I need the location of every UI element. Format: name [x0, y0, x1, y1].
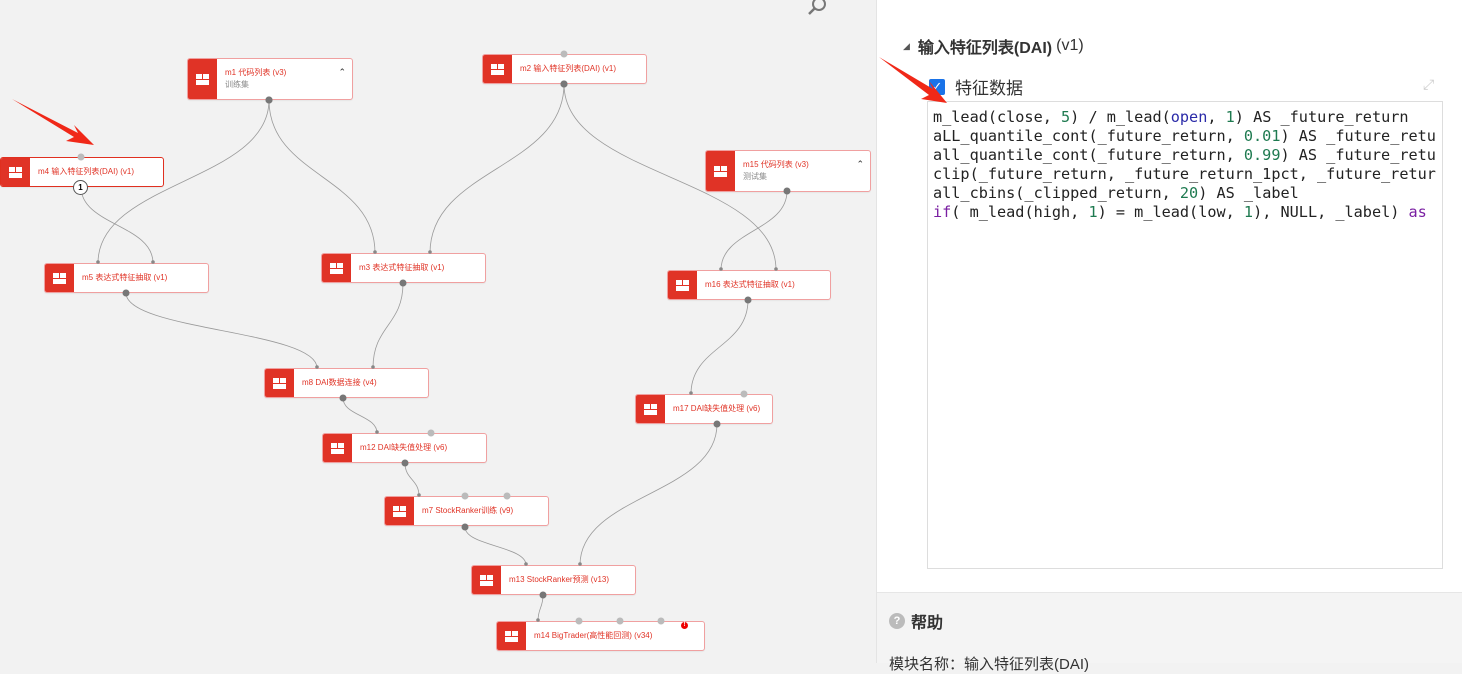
- properties-panel: ◢ 输入特征列表(DAI)(v1) ✓ 特征数据 ⤢ m_lead(close, 5…: [876, 0, 1462, 673]
- edge: [125, 292, 318, 369]
- node-label: m13 StockRanker预测 (v13): [509, 575, 610, 584]
- node-label: m3 表达式特征抽取 (v1): [359, 263, 445, 272]
- help-title: 帮助: [911, 615, 944, 632]
- code-editor[interactable]: m_lead(close, 5) / m_lead(open, 1) AS _f…: [927, 101, 1443, 569]
- node-m3[interactable]: m3 表达式特征抽取 (v1): [321, 253, 486, 283]
- node-sublabel: 测试集: [743, 172, 767, 181]
- chevron-up-icon[interactable]: ⌃: [856, 159, 864, 169]
- chevron-up-icon[interactable]: ⌃: [338, 67, 346, 77]
- expand-icon[interactable]: ⤢: [1423, 76, 1435, 92]
- node-m17[interactable]: m17 DAI缺失值处理 (v6): [635, 394, 773, 424]
- module-icon: [1, 158, 30, 186]
- code-line: if( m_lead(high, 1) = m_lead(low, 1), NU…: [933, 203, 1427, 221]
- node-label: m15 代码列表 (v3): [743, 160, 809, 169]
- node-m8[interactable]: m8 DAI数据连接 (v4): [264, 368, 429, 398]
- module-icon: [188, 59, 217, 99]
- node-m12[interactable]: m12 DAI缺失值处理 (v6): [322, 433, 487, 463]
- annotation-arrow-icon: [12, 99, 94, 145]
- node-label: m8 DAI数据连接 (v4): [302, 378, 377, 387]
- edge: [690, 299, 749, 395]
- module-icon: [323, 434, 352, 462]
- code-line: all_quantile_cont(_future_return, 0.99) …: [933, 146, 1436, 164]
- help-section: ? 帮助 模块名称：输入特征列表(DAI): [877, 592, 1462, 673]
- node-m2[interactable]: m2 输入特征列表(DAI) (v1): [482, 54, 647, 84]
- module-icon: [636, 395, 665, 423]
- edge: [429, 83, 565, 254]
- code-line: all_cbins(_clipped_return, 20) AS _label: [933, 184, 1299, 202]
- module-title[interactable]: ◢ 输入特征列表(DAI)(v1): [903, 34, 1084, 58]
- edge: [579, 423, 718, 566]
- module-icon: [668, 271, 697, 299]
- edge: [342, 397, 378, 434]
- collapse-triangle-icon[interactable]: ◢: [903, 40, 910, 51]
- node-label: m1 代码列表 (v3): [225, 68, 287, 77]
- module-version: (v1): [1056, 37, 1084, 54]
- node-label: m7 StockRanker训练 (v9): [422, 506, 514, 515]
- output-count-badge: 1: [73, 180, 88, 195]
- code-line: clip(_future_return, _future_return_1pct…: [933, 165, 1436, 183]
- node-sublabel: 训练集: [225, 80, 249, 89]
- checkbox-label: 特征数据: [955, 79, 1023, 98]
- edge: [268, 99, 376, 254]
- node-label: m5 表达式特征抽取 (v1): [82, 273, 168, 282]
- node-label: m2 输入特征列表(DAI) (v1): [520, 64, 616, 73]
- edge: [404, 462, 420, 497]
- help-module-name: 模块名称：输入特征列表(DAI): [889, 656, 1089, 673]
- edge: [720, 190, 788, 271]
- checkbox-checked-icon[interactable]: ✓: [929, 78, 945, 95]
- node-label: m14 BigTrader(高性能回测) (v34): [534, 631, 653, 640]
- search-icon[interactable]: [806, 0, 828, 18]
- node-label: m16 表达式特征抽取 (v1): [705, 280, 795, 289]
- error-icon: !: [681, 622, 688, 629]
- node-label: m17 DAI缺失值处理 (v6): [673, 404, 761, 413]
- node-m13[interactable]: m13 StockRanker预测 (v13): [471, 565, 636, 595]
- module-icon: [706, 151, 735, 191]
- module-icon: [265, 369, 294, 397]
- edge: [464, 526, 527, 566]
- module-icon: [45, 264, 74, 292]
- edge: [537, 594, 544, 622]
- feature-data-checkbox[interactable]: ✓ 特征数据: [929, 74, 1023, 99]
- module-icon: [483, 55, 512, 83]
- workflow-canvas[interactable]: m1 代码列表 (v3) 训练集 ⌃ m2 输入特征列表(DAI) (v1) m4…: [0, 0, 876, 663]
- code-line: m_lead(close, 5) / m_lead(open, 1) AS _f…: [933, 108, 1409, 126]
- node-m1[interactable]: m1 代码列表 (v3) 训练集 ⌃: [187, 58, 353, 100]
- edge: [372, 282, 404, 369]
- node-label: m12 DAI缺失值处理 (v6): [360, 443, 448, 452]
- node-m5[interactable]: m5 表达式特征抽取 (v1): [44, 263, 209, 293]
- edges-layer: [77, 50, 791, 625]
- code-line: aLL_quantile_cont(_future_return, 0.01) …: [933, 127, 1436, 145]
- module-icon: [322, 254, 351, 282]
- module-icon: [385, 497, 414, 525]
- node-m15[interactable]: m15 代码列表 (v3) 测试集 ⌃: [705, 150, 871, 192]
- edge: [80, 186, 154, 264]
- module-icon: [497, 622, 526, 650]
- node-label: m4 输入特征列表(DAI) (v1): [38, 167, 134, 176]
- node-m16[interactable]: m16 表达式特征抽取 (v1): [667, 270, 831, 300]
- module-title-text: 输入特征列表(DAI): [917, 40, 1053, 57]
- help-icon: ?: [889, 613, 905, 629]
- module-icon: [472, 566, 501, 594]
- node-m7[interactable]: m7 StockRanker训练 (v9): [384, 496, 549, 526]
- node-m14[interactable]: m14 BigTrader(高性能回测) (v34) !: [496, 621, 705, 651]
- node-m4[interactable]: m4 输入特征列表(DAI) (v1) 1: [0, 157, 164, 195]
